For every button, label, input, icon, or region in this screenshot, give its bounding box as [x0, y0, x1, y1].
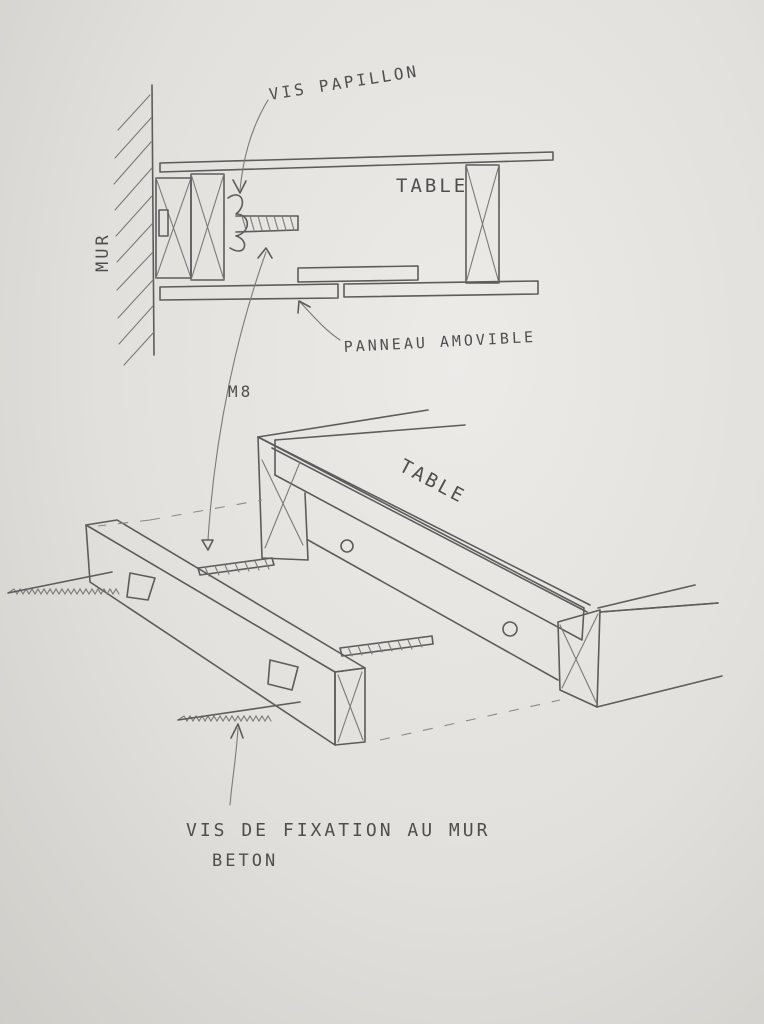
removable-panel [159, 265, 539, 301]
threaded-rods [197, 557, 434, 657]
arrowhead-wing-screw [232, 179, 247, 194]
apron-block [465, 164, 500, 284]
leader-wall-screw [229, 727, 239, 806]
wall-trace-dashed [97, 499, 561, 741]
label-table-top: TABLE [396, 175, 468, 197]
label-wall-screw-line2: BETON [212, 851, 278, 871]
leader-m8 [207, 251, 267, 541]
label-wall-screw-line1: VIS DE FIXATION AU MUR [186, 820, 490, 841]
apron-rail [257, 436, 588, 681]
arrowhead-wall-screw [230, 723, 244, 739]
wall-cleat-perspective [85, 519, 366, 746]
label-removable-panel: PANNEAU AMOVIBLE [343, 328, 536, 356]
wall-screws [7, 571, 301, 723]
label-wing-screw: VIS PAPILLON [268, 61, 421, 103]
rail-end-block [557, 602, 723, 708]
leader-wing-screw [239, 99, 269, 191]
label-table-perspective: TABLE [396, 455, 470, 508]
label-wall: MUR [93, 232, 113, 272]
wing-screw [227, 194, 299, 252]
label-bolt-size: M8 [228, 382, 253, 401]
perspective-view [7, 409, 723, 806]
wall-hatching [113, 84, 155, 366]
arrowhead-panel [297, 300, 311, 314]
arrowhead-m8-top [257, 247, 273, 259]
arrowhead-m8-bottom [201, 539, 214, 551]
table-surface [257, 409, 719, 613]
section-view [113, 84, 554, 551]
table-top-board [159, 151, 554, 173]
wall-cleat [155, 173, 225, 281]
leader-panel [299, 301, 341, 341]
